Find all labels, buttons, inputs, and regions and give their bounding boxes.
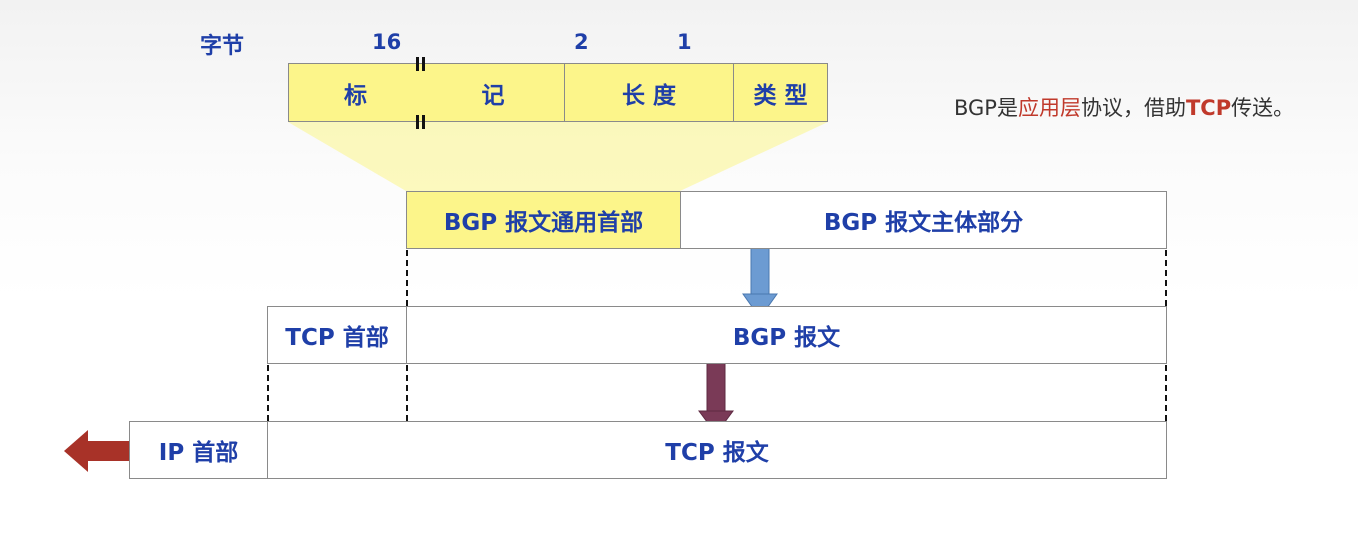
- marker-width-label: 16: [372, 30, 402, 54]
- guide-dash-left-1: [406, 250, 408, 306]
- guide-dash-left-2b: [406, 365, 408, 421]
- tcp-header: TCP 首部: [268, 307, 407, 363]
- ip-packet-row: IP 首部 TCP 报文: [129, 421, 1167, 479]
- type-field: 类 型: [733, 64, 827, 121]
- tcp-payload-bgp-message: BGP 报文: [732, 325, 841, 351]
- byte-unit-label: 字节: [200, 34, 245, 59]
- ip-payload-tcp-segment: TCP 报文: [665, 440, 769, 466]
- length-width-label: 2: [574, 30, 589, 54]
- expansion-funnel: [288, 122, 828, 191]
- break-mark-bottom-right: [422, 115, 425, 129]
- marker-field-part2: 记: [481, 82, 505, 109]
- guide-dash-right-1: [1165, 250, 1167, 306]
- tcp-segment-row: TCP 首部 BGP 报文: [267, 306, 1167, 364]
- bgp-message-row: BGP 报文通用首部 BGP 报文主体部分: [406, 191, 1167, 249]
- type-width-label: 1: [677, 30, 692, 54]
- break-mark-top-left: [416, 57, 419, 71]
- bgp-common-header: BGP 报文通用首部: [407, 192, 681, 248]
- guide-dash-right-2: [1165, 365, 1167, 421]
- ip-header: IP 首部: [130, 422, 268, 478]
- bgp-message-body: BGP 报文主体部分: [823, 210, 1024, 236]
- guide-dash-left-2a: [267, 365, 269, 421]
- bgp-header-fields: 标 记 长 度 类 型: [288, 63, 828, 122]
- length-field: 长 度: [564, 64, 733, 121]
- break-mark-top-right: [422, 57, 425, 71]
- left-arrow-ip: [64, 430, 130, 472]
- bgp-note: BGP是应用层协议，借助TCP传送。: [954, 96, 1295, 120]
- marker-field-part1: 标: [344, 82, 367, 109]
- break-mark-bottom-left: [416, 115, 419, 129]
